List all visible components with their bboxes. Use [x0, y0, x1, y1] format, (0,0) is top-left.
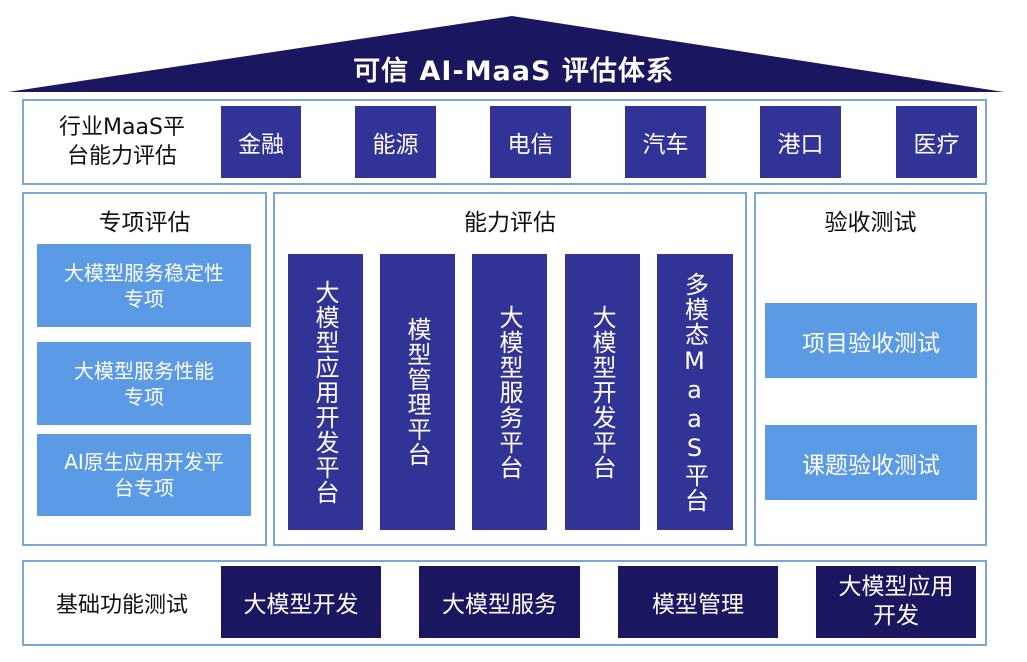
- capability-item-service-platform: 大模型服务平台: [472, 254, 547, 530]
- capability-item-dev-platform-text: 大模型开发平台: [588, 304, 616, 480]
- special-item-stability-text: 大模型服务稳定性专项: [64, 260, 224, 311]
- industry-label: 行业MaaS平台能力评估: [42, 108, 202, 176]
- basic-item-model-dev: 大模型开发: [221, 566, 381, 638]
- capability-title: 能力评估: [464, 210, 556, 236]
- capability-item-dev-platform: 大模型开发平台: [565, 254, 640, 530]
- special-item-stability: 大模型服务稳定性专项: [37, 244, 251, 327]
- industry-item-telecom: 电信: [490, 106, 571, 178]
- acceptance-item-project: 项目验收测试: [765, 303, 977, 378]
- basic-label: 基础功能测试: [55, 593, 188, 618]
- industry-item-port: 港口: [760, 106, 841, 178]
- industry-item-finance: 金融: [221, 106, 301, 178]
- acceptance-item-topic: 课题验收测试: [765, 425, 977, 500]
- special-item-performance: 大模型服务性能专项: [37, 342, 251, 425]
- industry-item-medical: 医疗: [896, 106, 977, 178]
- system-title: 可信 AI-MaaS 评估体系: [353, 56, 674, 87]
- special-title: 专项评估: [98, 210, 191, 236]
- capability-item-multimodal-platform-text: 多模态MaaS平台: [680, 271, 709, 513]
- capability-item-app-dev-platform: 大模型应用开发平台: [288, 254, 363, 530]
- capability-item-model-mgmt-platform-text: 模型管理平台: [403, 317, 431, 467]
- capability-item-multimodal-platform: 多模态MaaS平台: [657, 254, 733, 530]
- capability-item-model-mgmt-platform: 模型管理平台: [380, 254, 455, 530]
- capability-item-app-dev-platform-text: 大模型应用开发平台: [311, 279, 339, 505]
- industry-item-energy: 能源: [355, 106, 436, 178]
- special-item-performance-text: 大模型服务性能专项: [74, 358, 214, 409]
- capability-item-service-platform-text: 大模型服务平台: [495, 304, 523, 480]
- special-item-ai-native: AI原生应用开发平台专项: [37, 434, 251, 516]
- industry-item-automotive: 汽车: [625, 106, 706, 178]
- industry-label-text: 行业MaaS平台能力评估: [59, 115, 185, 169]
- acceptance-title: 验收测试: [824, 210, 917, 236]
- basic-item-model-service: 大模型服务: [419, 566, 580, 638]
- roof-shape: [8, 16, 1004, 92]
- basic-item-app-dev: 大模型应用开发: [816, 566, 976, 638]
- basic-item-app-dev-text: 大模型应用开发: [838, 574, 954, 629]
- special-item-ai-native-text: AI原生应用开发平台专项: [64, 450, 224, 500]
- basic-item-model-mgmt: 模型管理: [618, 566, 778, 638]
